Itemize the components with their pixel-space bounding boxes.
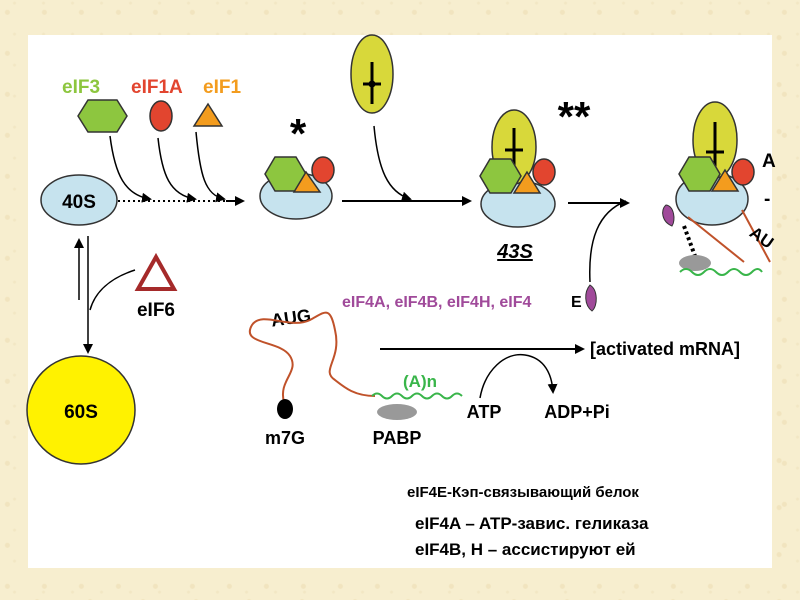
ribosome-48s-polya: [679, 268, 763, 276]
atp-hydrolysis-arrow: [479, 354, 558, 399]
ribosome-60s: [26, 355, 136, 465]
eif6-triangle: [134, 252, 178, 291]
edge-label-a: A: [762, 151, 776, 172]
eif6-arrow: [89, 269, 136, 311]
polya-label: (A)n: [403, 372, 437, 391]
eif4e-shape: [585, 284, 597, 312]
ribosome-48s-cap-link: [682, 225, 697, 257]
ternary-arrow: [373, 125, 412, 202]
ribosome-60s-label: 60S: [64, 402, 98, 423]
eif1a-arrow: [157, 137, 197, 203]
aug-label: AUG: [270, 305, 312, 330]
caption-eif4a: eIF4A – ATP-завис. геликаза: [415, 514, 649, 533]
star-marker: *: [290, 110, 307, 157]
double-star-marker: **: [558, 93, 591, 140]
m7g-label: m7G: [265, 428, 305, 448]
caption-eif4e: eIF4E-Кэп-связывающий белок: [407, 484, 639, 501]
ribosome-48s-mrna-line-2: [741, 209, 771, 263]
eif1-triangle: [192, 102, 224, 127]
adp-label: ADP+Pi: [544, 402, 610, 422]
ribosome-40s: [40, 174, 118, 226]
ribosome-48s-pabp: [679, 255, 711, 271]
ribosome-43s-eif1: [512, 170, 542, 194]
ribosome-48s-eif1: [710, 168, 740, 192]
eif1-arrow: [195, 131, 226, 203]
pabp-shape: [377, 404, 417, 420]
trna-center: [368, 80, 376, 88]
complex-eif1a-oval: [311, 156, 335, 184]
eif1a-oval: [149, 100, 173, 132]
eif3-label: eIF3: [62, 77, 100, 98]
ribosome-48s-eif1a: [731, 158, 755, 186]
polya-tail: [371, 392, 463, 400]
m7g-cap: [277, 399, 293, 419]
eif3-hexagon: [77, 99, 128, 133]
caption-eif4b-h: eIF4B, H – ассистируют ей: [415, 540, 636, 559]
complex-eif1-triangle: [292, 170, 322, 193]
ribosome-48s-eif3: [678, 156, 721, 192]
ribosome-43s-label: 43S: [496, 241, 533, 263]
eif3-arrow: [109, 135, 152, 203]
ribosome-48s-mrna-line-1: [687, 216, 745, 263]
edge-label-dash: -: [764, 189, 770, 210]
eif4-group-label: eIF4A, eIF4B, eIF4H, eIF4: [342, 294, 532, 311]
eif1a-label: eIF1A: [131, 77, 183, 98]
pabp-label: PABP: [373, 428, 422, 448]
mrna-join-arrow: [589, 200, 627, 283]
ribosome-48s-eif4e: [662, 204, 675, 227]
atp-label: ATP: [467, 402, 502, 422]
ribosome-43s-eif3: [479, 158, 522, 194]
eif6-label: eIF6: [137, 300, 175, 321]
eif4e-letter: E: [571, 294, 582, 311]
ribosome-40s-label: 40S: [62, 192, 96, 213]
ribosome-43s-eif1a: [532, 158, 556, 186]
mrna-strand: [248, 311, 376, 403]
activated-mrna-label: [activated mRNA]: [590, 339, 740, 359]
eif1-label: eIF1: [203, 77, 241, 98]
